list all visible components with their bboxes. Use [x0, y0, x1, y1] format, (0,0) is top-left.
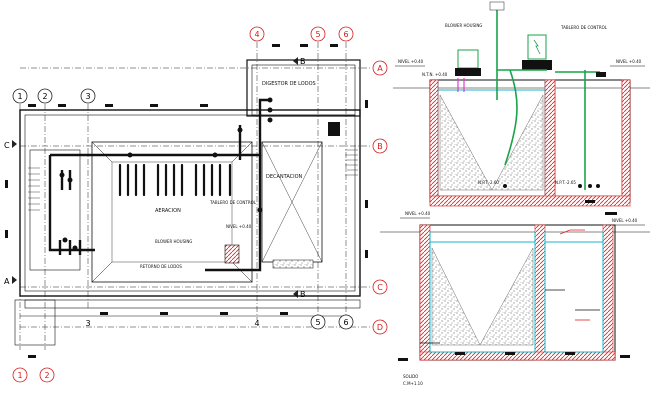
dimension-ticks — [5, 44, 368, 358]
axis-label-bottom-3: 3 — [85, 319, 90, 328]
axis-label-C: C — [377, 283, 383, 292]
label-solido: SOLIDO — [403, 374, 418, 379]
plan-walls — [14, 59, 361, 346]
label-tablero-plan: TABLERO DE CONTROL — [209, 200, 257, 205]
section-marks-left: C A B B — [4, 57, 306, 299]
plan-view: 1 2 3 4 5 6 A B C — [4, 26, 388, 383]
grid-axis-right: A B C D — [20, 60, 388, 335]
axis-label-3: 3 — [85, 92, 90, 101]
label-cm: C.M+1.10 — [403, 381, 423, 386]
label-nivel-bottom-right: NIVEL +0.40 — [612, 218, 638, 223]
label-npt-1: N.P.T.-2.60 — [478, 180, 499, 185]
label-tablero-section: TABLERO DE CONTROL — [560, 25, 608, 30]
label-nivel-plan: NIVEL +0.40 — [226, 224, 252, 229]
label-blower-section: BLOWER HOUSING — [445, 23, 482, 28]
label-ntn: N.T.N. +0.40 — [422, 72, 448, 77]
grid-axis-top-left: 1 2 3 — [12, 88, 96, 350]
grid-axis-bottom: 3 4 5 6 1 2 — [12, 314, 354, 383]
axis-label-D: D — [377, 323, 383, 332]
section-mark-c: C — [4, 141, 10, 150]
label-decantacion: DECANTACION — [266, 174, 303, 180]
pipe-valves — [59, 97, 273, 251]
section-top: BLOWER HOUSING TABLERO DE CONTROL N.T.N.… — [393, 1, 650, 215]
air-main-pipe — [48, 98, 270, 272]
label-retorno: RETORNO DE LODOS — [140, 264, 182, 269]
label-nivel-bottom-left: NIVEL +0.40 — [405, 211, 431, 216]
section-mark-b-top: B — [300, 57, 306, 66]
axis-label-1: 1 — [17, 92, 22, 101]
label-blower-plan: BLOWER HOUSING — [155, 239, 192, 244]
axis-label-6: 6 — [343, 30, 348, 39]
axis-label-2: 2 — [42, 92, 47, 101]
diffuser-pipes — [118, 163, 232, 197]
axis-label-4: 4 — [254, 30, 259, 39]
label-digestor: DIGESTOR DE LODOS — [262, 81, 316, 87]
axis-label-B: B — [377, 142, 383, 151]
label-aeracion: AERACION — [155, 208, 181, 214]
grid-axis-top-right: 4 5 6 — [249, 26, 354, 320]
label-npt-2: N.P.T.-2.65 — [555, 180, 576, 185]
axis-label-bottom-4: 4 — [254, 319, 259, 328]
section-bottom: NIVEL +0.40 NIVEL +0.40 SOLIDO C.M+1.10 — [380, 211, 650, 386]
axis-label-bottom-5: 5 — [315, 318, 320, 327]
label-nivel-top-right: NIVEL +0.40 — [616, 59, 642, 64]
section-mark-a: A — [4, 277, 10, 286]
section-mark-b-bottom: B — [300, 290, 306, 299]
axis-label-bottom-2: 2 — [44, 371, 49, 380]
axis-label-A: A — [377, 64, 383, 73]
axis-label-5: 5 — [315, 30, 320, 39]
axis-label-bottom-6: 6 — [343, 318, 348, 327]
label-nivel-top-left: NIVEL +0.40 — [398, 59, 424, 64]
axis-label-bottom-1: 1 — [17, 371, 22, 380]
